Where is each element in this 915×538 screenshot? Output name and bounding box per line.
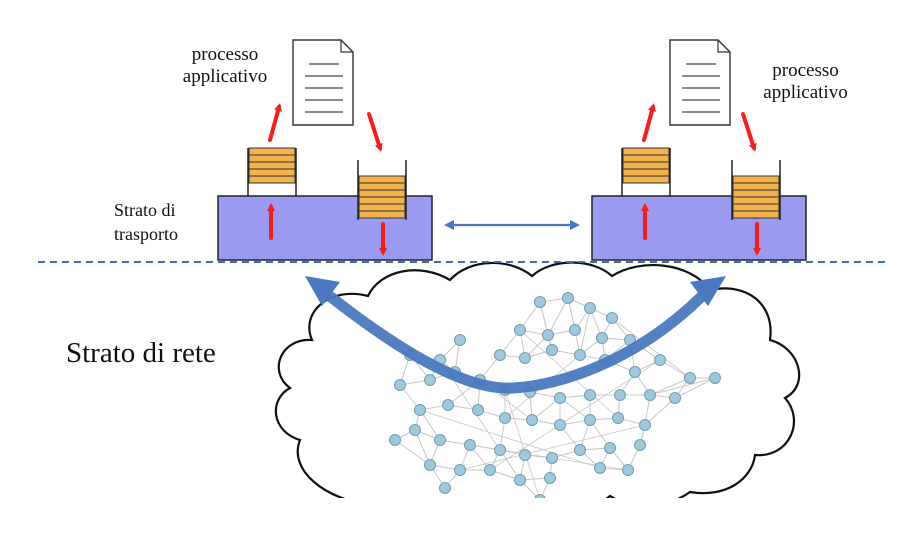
network-edge bbox=[414, 429, 431, 466]
network-node bbox=[519, 352, 531, 364]
network-node bbox=[544, 472, 556, 484]
network-node bbox=[519, 449, 531, 461]
network-node bbox=[394, 379, 406, 391]
network-edge bbox=[579, 307, 591, 356]
network-node bbox=[562, 292, 574, 304]
network-edge bbox=[547, 297, 569, 336]
network-node bbox=[472, 404, 484, 416]
network-node bbox=[454, 334, 466, 346]
network-node bbox=[514, 324, 526, 336]
network-node bbox=[584, 414, 596, 426]
network-node bbox=[499, 412, 511, 424]
network-node bbox=[644, 389, 656, 401]
network-edge bbox=[459, 424, 646, 471]
network-path-arrow bbox=[305, 276, 726, 394]
arrow-down-icon bbox=[741, 112, 757, 152]
network-edge bbox=[489, 359, 661, 471]
network-edge bbox=[559, 397, 591, 421]
app-label-line: processo bbox=[191, 44, 259, 65]
arrowhead-left-icon bbox=[305, 276, 340, 306]
arrow-down-icon bbox=[367, 112, 383, 152]
network-node bbox=[534, 494, 546, 498]
app-label-line: applicativo bbox=[763, 82, 848, 103]
network-node bbox=[606, 312, 618, 324]
network-node bbox=[542, 329, 554, 341]
network-edge bbox=[419, 409, 601, 469]
network-edge bbox=[649, 377, 691, 396]
document-icon bbox=[292, 39, 354, 126]
network-node bbox=[546, 452, 558, 464]
network-node bbox=[612, 412, 624, 424]
network-node bbox=[594, 462, 606, 474]
app-process-label-left: processo applicativo bbox=[170, 44, 280, 88]
network-edge bbox=[394, 439, 431, 466]
network-node bbox=[604, 442, 616, 454]
transport-layer-label: Strato di trasporto bbox=[114, 198, 214, 246]
network-node bbox=[554, 419, 566, 431]
network-node bbox=[442, 399, 454, 411]
transport-label-line: Strato di bbox=[114, 200, 176, 220]
socket-buffers bbox=[247, 147, 781, 220]
network-node bbox=[514, 474, 526, 486]
network-node bbox=[584, 389, 596, 401]
network-edge bbox=[674, 377, 716, 399]
network-node bbox=[669, 392, 681, 404]
network-node bbox=[629, 366, 641, 378]
network-node bbox=[634, 439, 646, 451]
network-node bbox=[526, 414, 538, 426]
network-edge bbox=[649, 377, 716, 396]
network-node bbox=[614, 389, 626, 401]
document-icon bbox=[669, 39, 731, 126]
network-node bbox=[596, 332, 608, 344]
transport-label-line: trasporto bbox=[114, 224, 178, 244]
network-node bbox=[584, 302, 596, 314]
network-node bbox=[554, 392, 566, 404]
network-node bbox=[424, 374, 436, 386]
socket-buffer bbox=[247, 147, 297, 196]
network-node bbox=[494, 444, 506, 456]
network-node bbox=[414, 404, 426, 416]
network-edge bbox=[419, 409, 441, 441]
network-node bbox=[569, 324, 581, 336]
network-node bbox=[639, 419, 651, 431]
arrow-up-icon bbox=[268, 103, 282, 142]
network-node bbox=[424, 459, 436, 471]
network-edge bbox=[504, 389, 540, 498]
network-edge bbox=[611, 317, 691, 379]
app-label-line: applicativo bbox=[182, 66, 268, 87]
network-nodes bbox=[389, 292, 721, 498]
network-node bbox=[494, 349, 506, 361]
network-layer-label: Strato di rete bbox=[66, 337, 216, 369]
network-node bbox=[464, 439, 476, 451]
socket-buffer bbox=[357, 160, 407, 220]
network-node bbox=[389, 434, 401, 446]
network-node bbox=[574, 444, 586, 456]
network-node bbox=[574, 349, 586, 361]
arrowhead-right-icon bbox=[690, 276, 726, 306]
network-node bbox=[684, 372, 696, 384]
network-node bbox=[654, 354, 666, 366]
network-node bbox=[484, 464, 496, 476]
socket-buffer bbox=[731, 160, 781, 220]
app-label-line: processo bbox=[772, 60, 839, 81]
network-edge bbox=[499, 449, 521, 481]
socket-buffer bbox=[621, 147, 671, 196]
network-node bbox=[439, 482, 451, 494]
network-node bbox=[434, 434, 446, 446]
arrow-up-icon bbox=[642, 103, 656, 142]
network-node bbox=[622, 464, 634, 476]
network-edge bbox=[644, 397, 676, 426]
network-node bbox=[409, 424, 421, 436]
network-node bbox=[534, 296, 546, 308]
network-node bbox=[709, 372, 721, 384]
app-process-label-right: processo applicativo bbox=[748, 60, 863, 104]
network-node bbox=[546, 344, 558, 356]
red-arrows bbox=[267, 103, 761, 256]
network-node bbox=[454, 464, 466, 476]
